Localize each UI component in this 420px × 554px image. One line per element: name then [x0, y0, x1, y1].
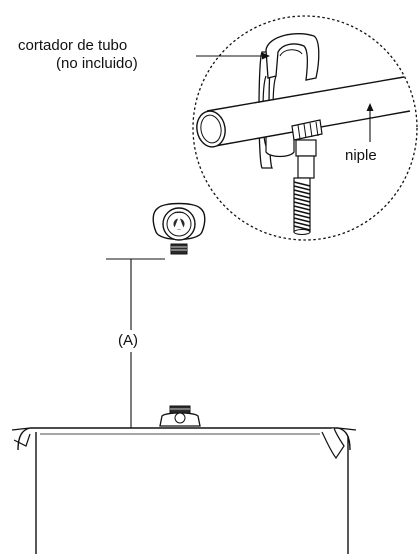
tank-top-fitting [159, 405, 201, 427]
relief-valve-fitting: ▪▪▪▪▪ [152, 202, 206, 255]
cutter-clamp [291, 119, 323, 179]
dimension-a-label: (A) [118, 332, 138, 349]
detail-circle [192, 15, 418, 241]
svg-text:▪▪▪▪▪: ▪▪▪▪▪ [175, 210, 184, 216]
feed-screw [293, 177, 311, 235]
pipe-cutter-label-line2: (no incluido) [56, 55, 138, 72]
pipe-cutter-label-line1: cortador de tubo [18, 37, 127, 54]
water-heater-tank [11, 405, 357, 554]
nipple-label: niple [345, 147, 377, 164]
nipple-leader-arrow [366, 103, 374, 111]
detail-view [192, 15, 418, 241]
cutter-leader-arrow [262, 52, 270, 60]
pipe-cutter-illustration [258, 33, 320, 169]
dimension-a [106, 258, 165, 428]
